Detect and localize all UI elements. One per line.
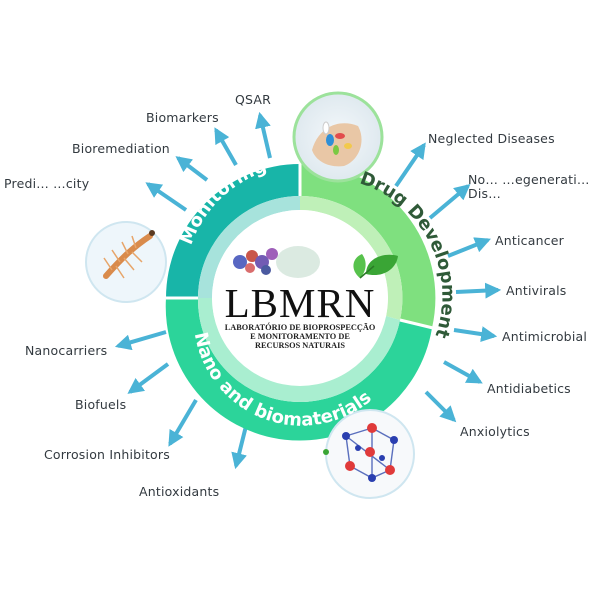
label-neglected-diseases: Neglected Diseases (428, 131, 555, 146)
arrow-antivirals (455, 282, 502, 299)
label-biofuels: Biofuels (75, 397, 127, 412)
logo-subtitle: LABORATÓRIO DE BIOPROSPECÇÃO E MONITORAM… (205, 323, 395, 350)
arrows (114, 111, 502, 470)
logo-subtitle-line-3: RECURSOS NATURAIS (255, 341, 345, 350)
arrow-antidiabetics (443, 360, 483, 384)
arrow-antioxidants (231, 425, 248, 470)
label-qsar: QSAR (235, 92, 272, 107)
logo-subtitle-line-1: LABORATÓRIO DE BIOPROSPECÇÃO (224, 323, 376, 332)
label-antioxidants: Antioxidants (139, 484, 220, 499)
arrow-neurodegenerative (428, 183, 471, 220)
arrow-predictive-toxicity (145, 182, 188, 212)
molecule-decoration (233, 246, 320, 278)
segment-drug-development (300, 163, 436, 328)
photo-pills (292, 91, 384, 183)
arrow-neglected (394, 142, 426, 188)
photo-brine-shrimp (85, 221, 167, 303)
label-corrosion-inhibitors: Corrosion Inhibitors (44, 447, 170, 462)
segment-monitoring (166, 164, 300, 298)
label-antidiabetics: Antidiabetics (487, 381, 571, 396)
arrow-bioremediation (175, 156, 209, 182)
segment-nano (165, 298, 432, 441)
label-neurodegenerative-line-1: No… …egenerati… (468, 172, 590, 187)
label-biomarkers: Biomarkers (146, 110, 219, 125)
label-antivirals: Antivirals (506, 283, 567, 298)
logo-subtitle-line-2: E MONITORAMENTO DE (250, 332, 350, 341)
arrow-antimicrobial (453, 326, 498, 343)
logo-title: LBMRN (224, 280, 376, 326)
arrow-biomarkers (214, 127, 238, 166)
label-predictive-toxicity: Predi… …city (4, 176, 90, 191)
label-anticancer: Anticancer (495, 233, 565, 248)
label-neurodegenerative-line-2: Dis… (468, 186, 501, 201)
label-bioremediation: Bioremediation (72, 141, 170, 156)
label-nanocarriers: Nanocarriers (25, 343, 108, 358)
photo-crystal-structure (323, 409, 415, 499)
label-anxiolytics: Anxiolytics (460, 424, 530, 439)
leaf-icon (353, 254, 398, 279)
arrow-nanocarriers (114, 330, 167, 351)
arrow-corrosion (168, 398, 198, 447)
arrow-biofuels (127, 362, 170, 394)
label-antimicrobial: Antimicrobial (502, 329, 588, 344)
arrow-anxiolytics (424, 390, 457, 423)
outer-ring (165, 163, 436, 441)
arrow-qsar (255, 111, 272, 159)
arrow-anticancer (447, 237, 491, 258)
